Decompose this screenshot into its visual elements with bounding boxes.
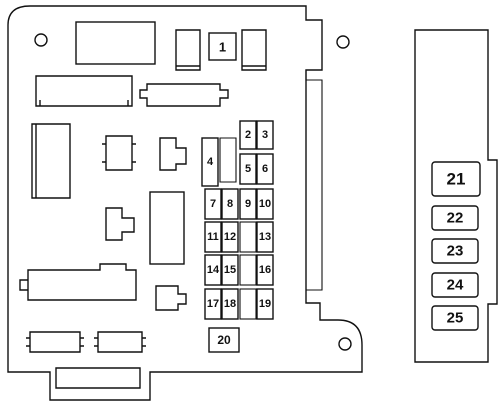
mounting-hole-top-right (336, 35, 350, 49)
fuse-21-label: 21 (447, 170, 466, 189)
connector-left-wide (35, 75, 133, 107)
fuse-23 (431, 238, 479, 264)
connector-multi-pin (139, 83, 229, 107)
fuse-6-label: 6 (262, 163, 268, 175)
fuse-7-label: 7 (210, 198, 216, 210)
fuse-7 (204, 188, 222, 220)
fuse-25-label: 25 (447, 310, 464, 327)
fuse-23-label: 23 (447, 243, 464, 260)
fuse-5 (239, 153, 257, 185)
fuse-2-label: 2 (245, 129, 251, 141)
fuse-3 (256, 120, 274, 150)
fuse-12-label: 12 (224, 231, 236, 243)
main-fuse-box-outline (7, 5, 363, 401)
fuse-13-label: 13 (259, 231, 271, 243)
fuse-8-label: 8 (227, 198, 233, 210)
connector-bottom-large (19, 263, 137, 301)
relay-top-small-right (241, 29, 267, 71)
fuse-18-label: 18 (224, 298, 236, 310)
fuse-block-guides (219, 137, 237, 183)
fuse-15 (221, 254, 239, 286)
fuse-24-label: 24 (447, 277, 464, 294)
fuse-20-label: 20 (217, 333, 231, 347)
fuse-3-label: 3 (262, 129, 268, 141)
fuse-slot-empty-3 (239, 288, 257, 320)
fuse-22 (431, 205, 479, 231)
connector-bottom-middle (94, 331, 146, 353)
fuse-22-label: 22 (447, 210, 464, 227)
right-inner-step (305, 70, 323, 291)
fuse-18 (221, 288, 239, 320)
fuse-16-label: 16 (259, 264, 271, 276)
fuse-1-label: 1 (219, 40, 226, 55)
small-relay-bottom (155, 285, 187, 311)
fuse-slot-empty-2 (239, 254, 257, 286)
fuse-21 (431, 161, 481, 197)
fuse-2 (239, 120, 257, 150)
fuse-24 (431, 272, 479, 298)
mounting-hole-bottom-right (338, 337, 352, 351)
fuse-20 (208, 327, 240, 353)
fuse-12 (221, 221, 239, 253)
relay-left-large (31, 123, 71, 199)
fuse-11-label: 11 (207, 231, 219, 243)
fuse-15-label: 15 (224, 264, 236, 276)
fuse-6 (256, 153, 274, 185)
right-fuse-panel (414, 29, 498, 363)
fuse-5-label: 5 (245, 163, 251, 175)
fuse-10-label: 10 (259, 198, 271, 210)
fuse-17-label: 17 (207, 298, 219, 310)
fuse-9-label: 9 (245, 198, 251, 210)
mounting-hole-top-left (34, 33, 48, 47)
fuse-25 (431, 305, 479, 331)
fuse-19-label: 19 (259, 298, 271, 310)
fuse-14-label: 14 (207, 264, 220, 276)
relay-small-bracket (159, 137, 187, 171)
fuse-9 (239, 188, 257, 220)
fuse-1 (208, 32, 237, 61)
fuse-17 (204, 288, 222, 320)
fuse-slot-empty-1 (239, 221, 257, 253)
fuse-11 (204, 221, 222, 253)
fuse-16 (256, 254, 274, 286)
connector-bottom-tab (55, 367, 141, 389)
relay-top-large (75, 21, 156, 65)
relay-top-small-left (175, 29, 201, 71)
fuse-13 (256, 221, 274, 253)
fuse-19 (256, 288, 274, 320)
relay-tall-center (149, 191, 185, 265)
fuse-14 (204, 254, 222, 286)
relay-mid-small (102, 135, 136, 171)
connector-bottom-left (26, 331, 84, 353)
relay-t-shape (105, 207, 135, 241)
fuse-8 (221, 188, 239, 220)
fuse-10 (256, 188, 274, 220)
fuse-4 (201, 137, 219, 187)
fuse-4-label: 4 (207, 156, 214, 168)
